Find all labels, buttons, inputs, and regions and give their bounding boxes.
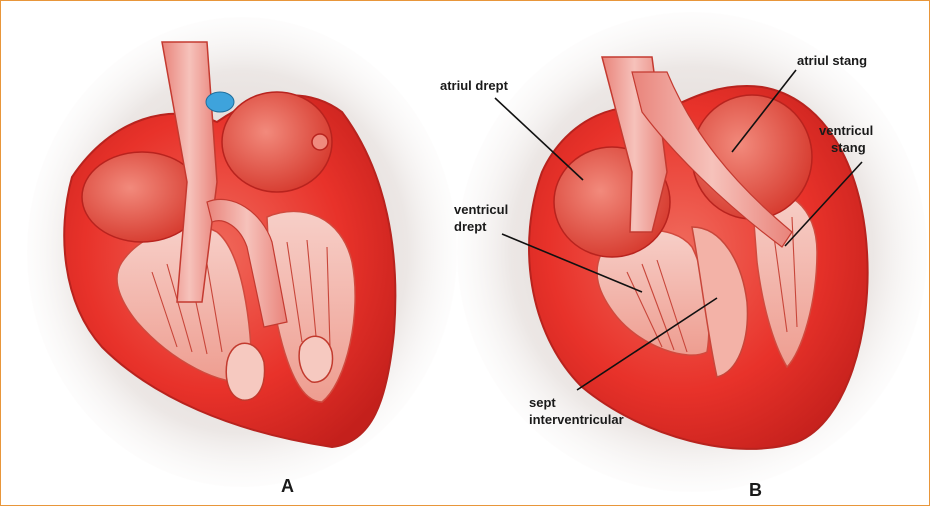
label-left-ventricle-1: ventricul — [819, 123, 873, 138]
label-right-ventricle-1: ventricul — [454, 202, 508, 217]
label-right-ventricle-2: drept — [454, 219, 487, 234]
label-septum-2: interventricular — [529, 412, 624, 427]
label-left-atrium: atriul stang — [797, 53, 867, 68]
panel-a-papillary-muscle-1 — [226, 343, 264, 400]
panel-label-b: B — [749, 480, 762, 500]
label-right-atrium: atriul drept — [440, 78, 509, 93]
panel-b: atriul drept atriul stang ventricul stan… — [440, 12, 927, 492]
panel-a-blue-vessel — [206, 92, 234, 112]
panel-label-a: A — [281, 476, 294, 496]
panel-a-papillary-muscle-2 — [299, 336, 332, 382]
panel-a-small-valve — [312, 134, 328, 150]
label-left-ventricle-2: stang — [831, 140, 866, 155]
label-septum-1: sept — [529, 395, 556, 410]
panel-a — [27, 17, 457, 487]
